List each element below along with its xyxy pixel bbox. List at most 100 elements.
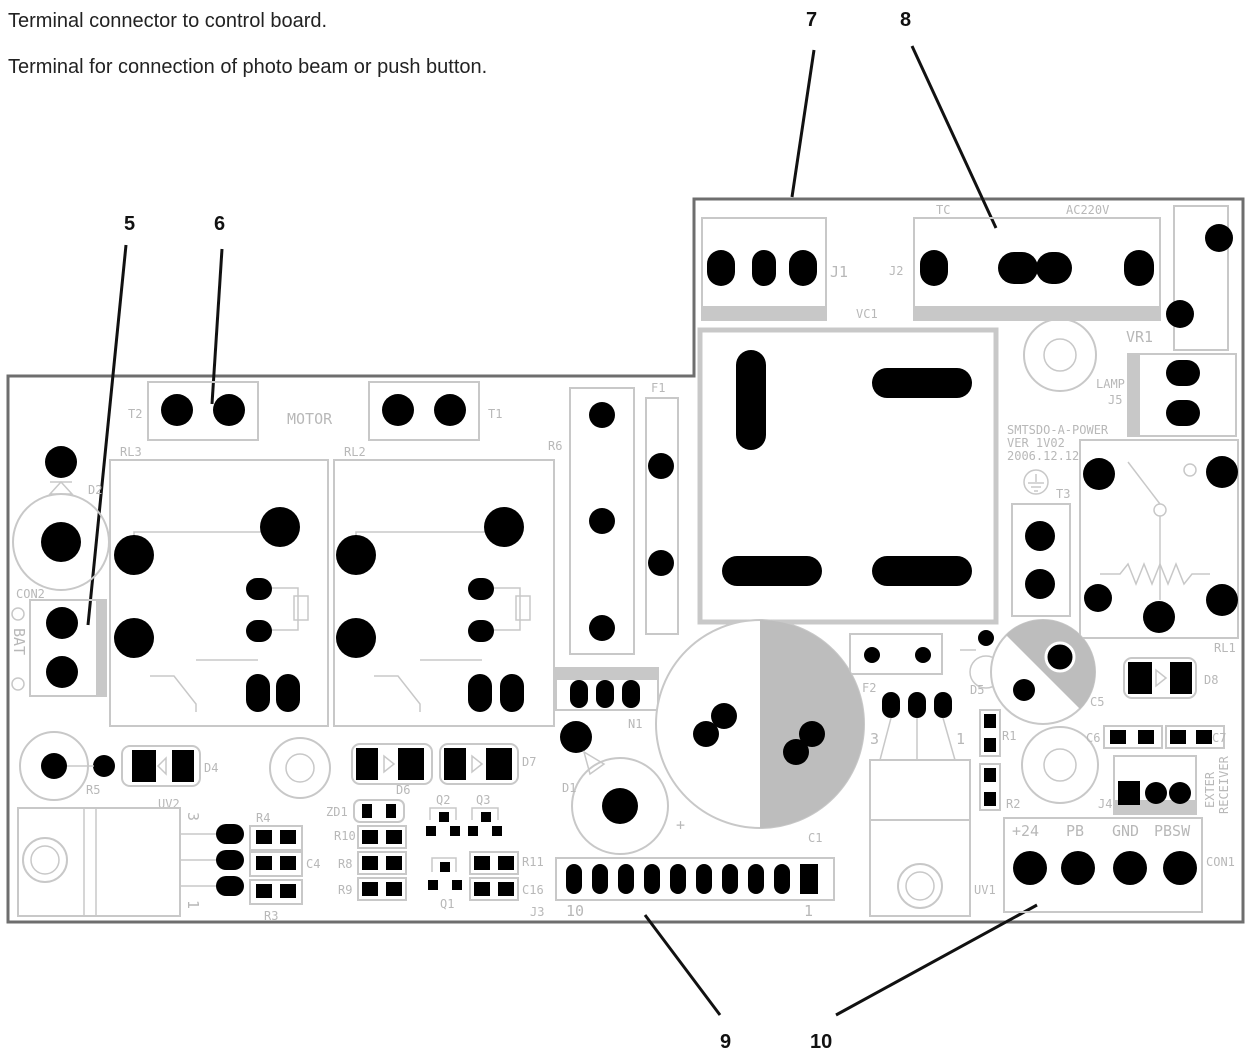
svg-text:D5: D5 <box>970 683 984 697</box>
svg-text:VER 1V02: VER 1V02 <box>1007 436 1065 450</box>
connector-con1: +24 PB GND PBSW CON1 <box>1003 817 1235 913</box>
svg-text:D1: D1 <box>562 781 576 795</box>
fuse-f2: F2 <box>849 633 943 695</box>
svg-text:RL2: RL2 <box>344 445 366 459</box>
caption-terminal-connector: Terminal connector to control board. <box>8 10 328 32</box>
callout-10: 10 <box>810 1031 832 1052</box>
svg-text:D2: D2 <box>88 483 102 497</box>
svg-text:J5: J5 <box>1108 393 1122 407</box>
leader-6 <box>210 248 224 405</box>
svg-text:RECEIVER: RECEIVER <box>1217 755 1231 814</box>
svg-text:RL3: RL3 <box>120 445 142 459</box>
svg-text:R2: R2 <box>1006 797 1020 811</box>
svg-text:C5: C5 <box>1090 695 1104 709</box>
svg-text:R5: R5 <box>86 783 100 797</box>
capacitor-c5: C5 <box>990 619 1104 725</box>
resistor-r4: R4 <box>249 811 303 851</box>
svg-text:Q3: Q3 <box>476 793 490 807</box>
regulator-uv2: UV2 3 1 <box>17 797 244 917</box>
svg-text:+24: +24 <box>1012 822 1039 840</box>
connector-con2-bat: CON2 BAT <box>10 587 107 697</box>
diode-d6: D6 <box>351 743 433 797</box>
svg-text:LAMP: LAMP <box>1096 377 1125 391</box>
leader-10 <box>835 903 1038 1017</box>
connector-j3: J3 10 1 <box>530 857 835 920</box>
diode-d4: D4 <box>121 745 218 787</box>
fuse-f1: F1 <box>645 381 679 635</box>
svg-text:SMTSDO-A-POWER: SMTSDO-A-POWER <box>1007 423 1109 437</box>
resistor-r2: R2 <box>979 763 1020 811</box>
transistor-q1: Q1 <box>428 857 462 911</box>
resistor-r9: R9 <box>338 877 407 901</box>
leader-8 <box>910 45 998 229</box>
svg-text:T2: T2 <box>128 407 142 421</box>
resistor-r5: R5 <box>19 731 115 801</box>
svg-text:CON1: CON1 <box>1206 855 1235 869</box>
resistor-r1: R1 <box>979 709 1016 757</box>
svg-text:3: 3 <box>184 812 202 821</box>
resistor-r6: R6 <box>548 387 635 655</box>
svg-text:C4: C4 <box>306 857 320 871</box>
svg-text:CON2: CON2 <box>16 587 45 601</box>
mounting-hole-right <box>1021 726 1099 804</box>
connector-j1: J1 <box>701 217 848 321</box>
transistor-q3: Q3 <box>468 793 502 836</box>
svg-text:UV1: UV1 <box>974 883 996 897</box>
svg-text:C1: C1 <box>808 831 822 845</box>
svg-text:J4: J4 <box>1098 797 1112 811</box>
svg-text:J3: J3 <box>530 905 544 919</box>
transistor-q2: Q2 <box>426 793 460 836</box>
callout-8: 8 <box>900 9 911 31</box>
capacitor-c4: C4 <box>249 851 320 877</box>
svg-text:R3: R3 <box>264 909 278 923</box>
svg-text:ZD1: ZD1 <box>326 805 348 819</box>
svg-text:VR1: VR1 <box>1126 328 1153 346</box>
relay-rl3: RL3 <box>109 445 329 727</box>
ground-icon <box>1023 469 1049 495</box>
leader-5 <box>86 244 128 626</box>
board-model-text: SMTSDO-A-POWER VER 1V02 2006.12.12 <box>1007 423 1109 463</box>
connector-j2: J2 TC AC220V <box>889 203 1161 321</box>
resistor-r10: R10 <box>334 825 407 849</box>
trimmer-vr1: VR1 <box>1126 205 1233 351</box>
relay-rl1: RL1 <box>1079 439 1239 655</box>
svg-text:R1: R1 <box>1002 729 1016 743</box>
mounting-hole-left <box>269 737 331 799</box>
svg-text:N1: N1 <box>628 717 642 731</box>
svg-text:T1: T1 <box>488 407 502 421</box>
diode-d8: D8 <box>1123 657 1218 699</box>
capacitor-c16: C16 <box>469 877 544 901</box>
diode-d2: D2 <box>12 446 110 591</box>
svg-text:1: 1 <box>184 900 202 909</box>
terminal-t3: T3 <box>1011 487 1071 617</box>
svg-text:T3: T3 <box>1056 487 1070 501</box>
svg-text:R9: R9 <box>338 883 352 897</box>
diode-d7: D7 <box>439 743 536 785</box>
svg-text:3: 3 <box>870 730 879 748</box>
diode-d5: D5 <box>960 630 1003 697</box>
svg-text:EXTER: EXTER <box>1203 771 1217 808</box>
svg-text:D4: D4 <box>204 761 218 775</box>
terminal-t1: T1 <box>368 381 502 441</box>
svg-text:J1: J1 <box>830 263 848 281</box>
svg-text:+: + <box>676 816 685 834</box>
svg-text:PB: PB <box>1066 822 1084 840</box>
relay-rl2: RL2 <box>333 445 555 727</box>
svg-text:TC: TC <box>936 203 950 217</box>
svg-text:C16: C16 <box>522 883 544 897</box>
resistor-r8: R8 <box>338 851 407 875</box>
capacitor-c6: C6 <box>1086 725 1163 749</box>
svg-text:PBSW: PBSW <box>1154 822 1191 840</box>
component-n1: N1 <box>555 667 659 731</box>
capacitor-c1: + C1 <box>655 619 865 845</box>
svg-text:J2: J2 <box>889 264 903 278</box>
callout-7: 7 <box>806 9 817 31</box>
svg-text:D7: D7 <box>522 755 536 769</box>
regulator-uv1: 3 1 UV1 <box>869 692 996 917</box>
svg-text:R8: R8 <box>338 857 352 871</box>
svg-text:GND: GND <box>1112 822 1139 840</box>
svg-text:R10: R10 <box>334 829 356 843</box>
label-motor: MOTOR <box>287 410 333 428</box>
mounting-hole-top <box>1023 318 1097 392</box>
